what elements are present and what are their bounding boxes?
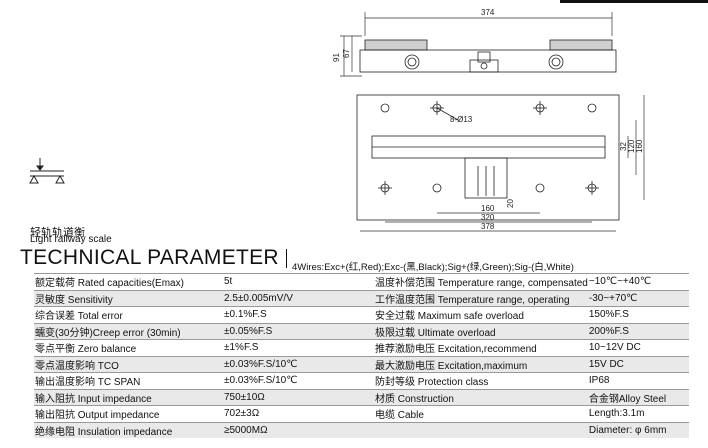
caption-en: Light railway scale: [30, 234, 112, 245]
dim-label-378: 378: [481, 222, 495, 231]
title-divider: [286, 249, 287, 268]
dim-label-160v: 160: [635, 139, 644, 153]
dim-label-160: 160: [481, 204, 495, 213]
dim-label-holes: 8-Ø13: [450, 115, 473, 124]
corner-bar: [560, 0, 708, 3]
dim-label-91: 91: [332, 53, 341, 62]
side-view: [359, 39, 617, 73]
dim-label-320: 320: [481, 213, 495, 222]
wiring-note: 4Wires:Exc+(红,Red);Exc-(黑,Black);Sig+(绿,…: [292, 262, 574, 273]
dim-label-67: 67: [342, 49, 351, 58]
dimension-374: [364, 12, 613, 36]
plan-view: [356, 94, 620, 221]
dim-label-20: 20: [506, 199, 515, 208]
dimension-91-67: [340, 35, 362, 77]
dimension-bottom: [360, 212, 616, 232]
page-title: TECHNICAL PARAMETER: [20, 246, 279, 269]
dim-label-120: 120: [627, 139, 636, 153]
dim-label-374: 374: [481, 8, 495, 17]
dimension-right: [627, 95, 645, 200]
caption-cn: 轻轨轨道衡: [30, 227, 85, 239]
dim-label-32: 32: [619, 142, 628, 151]
scale-icon: [29, 158, 65, 184]
